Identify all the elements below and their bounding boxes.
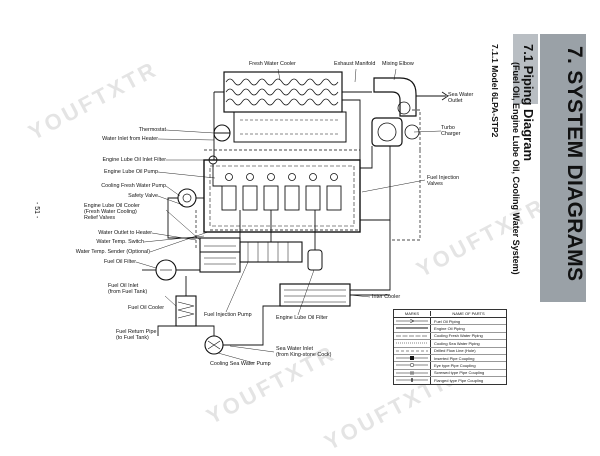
legend-name: Cooling Sea Water Piping (434, 340, 480, 346)
cooling-sea-water-pump (204, 335, 224, 355)
legend-mark-engine-oil (394, 325, 431, 332)
label-fresh-water-cooler: Fresh Water Cooler (249, 61, 296, 67)
legend-row: Cooling Fresh Water Piping (394, 332, 506, 341)
chapter-band (540, 34, 586, 302)
legend-name: Cooling Fresh Water Piping (434, 333, 483, 339)
exhaust-manifold (233, 111, 347, 143)
legend-table: MARKS NAME OF PARTS Fuel Oil Piping Engi… (393, 309, 507, 385)
section-band (513, 34, 538, 104)
fresh-water-cooler (223, 71, 343, 113)
legend-row: Drilled Flow Line (Hole) (394, 347, 506, 355)
legend-name: Fuel Oil Piping (434, 318, 461, 324)
turbo-charger (371, 117, 420, 147)
label-sea-water-inlet: Sea Water Inlet (from King-stone Cock) (276, 346, 332, 358)
label-engine-lube-oil-inlet-filter: Engine Lube Oil Inlet Filter (102, 157, 166, 163)
manual-page: YOUFTXTR YOUFTXTR YOUFTXTR YOUFTXTR (24, 34, 586, 455)
label-safety-valve: Safety Valve (128, 193, 158, 199)
legend-mark-fresh-water (394, 332, 431, 340)
legend-row: Engine Oil Piping (394, 325, 506, 333)
engine-lube-oil-cooler (199, 237, 241, 273)
piping-lines (142, 91, 391, 346)
label-fuel-oil-inlet: Fuel Oil Inlet (from Fuel Tank) (108, 283, 148, 295)
legend-name: Eye type Pipe Coupling (434, 363, 476, 369)
label-cooling-fresh-water-pump: Cooling Fresh Water Pump (101, 183, 166, 189)
label-engine-lube-oil-cooler: Engine Lube Oil Cooler (Fresh Water Cool… (84, 203, 140, 221)
legend-name: Inserted Pipe Coupling (434, 355, 475, 361)
legend-mark-eye-coupling (394, 362, 431, 369)
legend-mark-drilled (394, 347, 431, 354)
legend-mark-inserted-coupling (394, 354, 431, 362)
label-turbo-charger: Turbo Charger (441, 125, 461, 137)
engine-block (203, 159, 361, 233)
cylinders (221, 185, 342, 211)
fuel-oil-cooler (175, 295, 197, 327)
legend-header: MARKS NAME OF PARTS (394, 310, 506, 318)
leader-lines (135, 68, 442, 364)
legend-row: Flanged type Pipe Coupling (394, 377, 506, 384)
label-fuel-injection-valves: Fuel Injection Valves (427, 175, 460, 187)
legend-mark-fuel-oil (394, 318, 431, 325)
label-fuel-oil-cooler: Fuel Oil Cooler (128, 305, 164, 311)
legend-mark-flanged-coupling (394, 377, 431, 384)
fuel-injection-pump (239, 241, 303, 263)
page-number: - 51 - (33, 202, 40, 219)
legend-mark-screwed-coupling (394, 369, 431, 377)
legend-mark-sea-water (394, 340, 431, 347)
label-sea-water-outlet: Sea Water Outlet (448, 92, 474, 104)
inter-cooler (279, 283, 351, 307)
chapter-title: 7. SYSTEM DIAGRAMS (563, 46, 586, 282)
drilled-flow-lines (195, 109, 421, 250)
label-engine-lube-oil-pump: Engine Lube Oil Pump (104, 169, 158, 175)
label-water-temp-sender: Water Temp. Sender (Optional) (75, 249, 150, 255)
label-water-outlet-heater: Water Outlet to Heater (98, 230, 152, 236)
fuel-injection-valves (225, 173, 338, 181)
legend-header-marks: MARKS (394, 311, 431, 316)
legend-name: Drilled Flow Line (Hole) (434, 348, 476, 354)
section-subtitle: (Fuel Oil, Engine Lube Oil, Cooling Wate… (511, 62, 521, 275)
label-fuel-oil-filter: Fuel Oil Filter (103, 259, 136, 265)
legend-name: Engine Oil Piping (434, 326, 465, 332)
engine-lube-oil-filter (307, 249, 323, 271)
piping-diagram (135, 68, 449, 364)
label-mixing-elbow: Mixing Elbow (382, 61, 414, 67)
label-cooling-sea-water-pump: Cooling Sea Water Pump (210, 361, 271, 367)
legend-row: Inserted Pipe Coupling (394, 354, 506, 363)
legend-row: Fuel Oil Piping (394, 318, 506, 326)
legend-row: Eye type Pipe Coupling (394, 362, 506, 370)
subsection-title: 7.1.1 Model 6LPA-STP2 (490, 44, 500, 138)
label-fuel-injection-pump: Fuel Injection Pump (204, 312, 252, 318)
mixing-elbow (373, 77, 417, 117)
label-water-inlet-heater: Water Inlet from Heater (102, 136, 158, 142)
label-thermostat: Thermostat (138, 127, 166, 133)
label-fuel-return-pipe: Fuel Return Pipe (to Fuel Tank) (116, 329, 157, 341)
legend-header-names: NAME OF PARTS (452, 311, 485, 316)
label-exhaust-manifold: Exhaust Manifold (334, 61, 376, 67)
fuel-oil-filter (155, 259, 177, 281)
label-water-temp-switch: Water Temp. Switch (96, 239, 144, 245)
label-engine-lube-oil-filter: Engine Lube Oil Filter (276, 315, 328, 321)
legend-name: Screwed type Pipe Coupling (434, 370, 485, 376)
legend-row: Cooling Sea Water Piping (394, 340, 506, 348)
label-inter-cooler: Inter Cooler (372, 294, 401, 300)
legend-row: Screwed type Pipe Coupling (394, 369, 506, 378)
legend-name: Flanged type Pipe Coupling (434, 377, 484, 383)
section-title: 7.1 Piping Diagram (521, 44, 536, 162)
